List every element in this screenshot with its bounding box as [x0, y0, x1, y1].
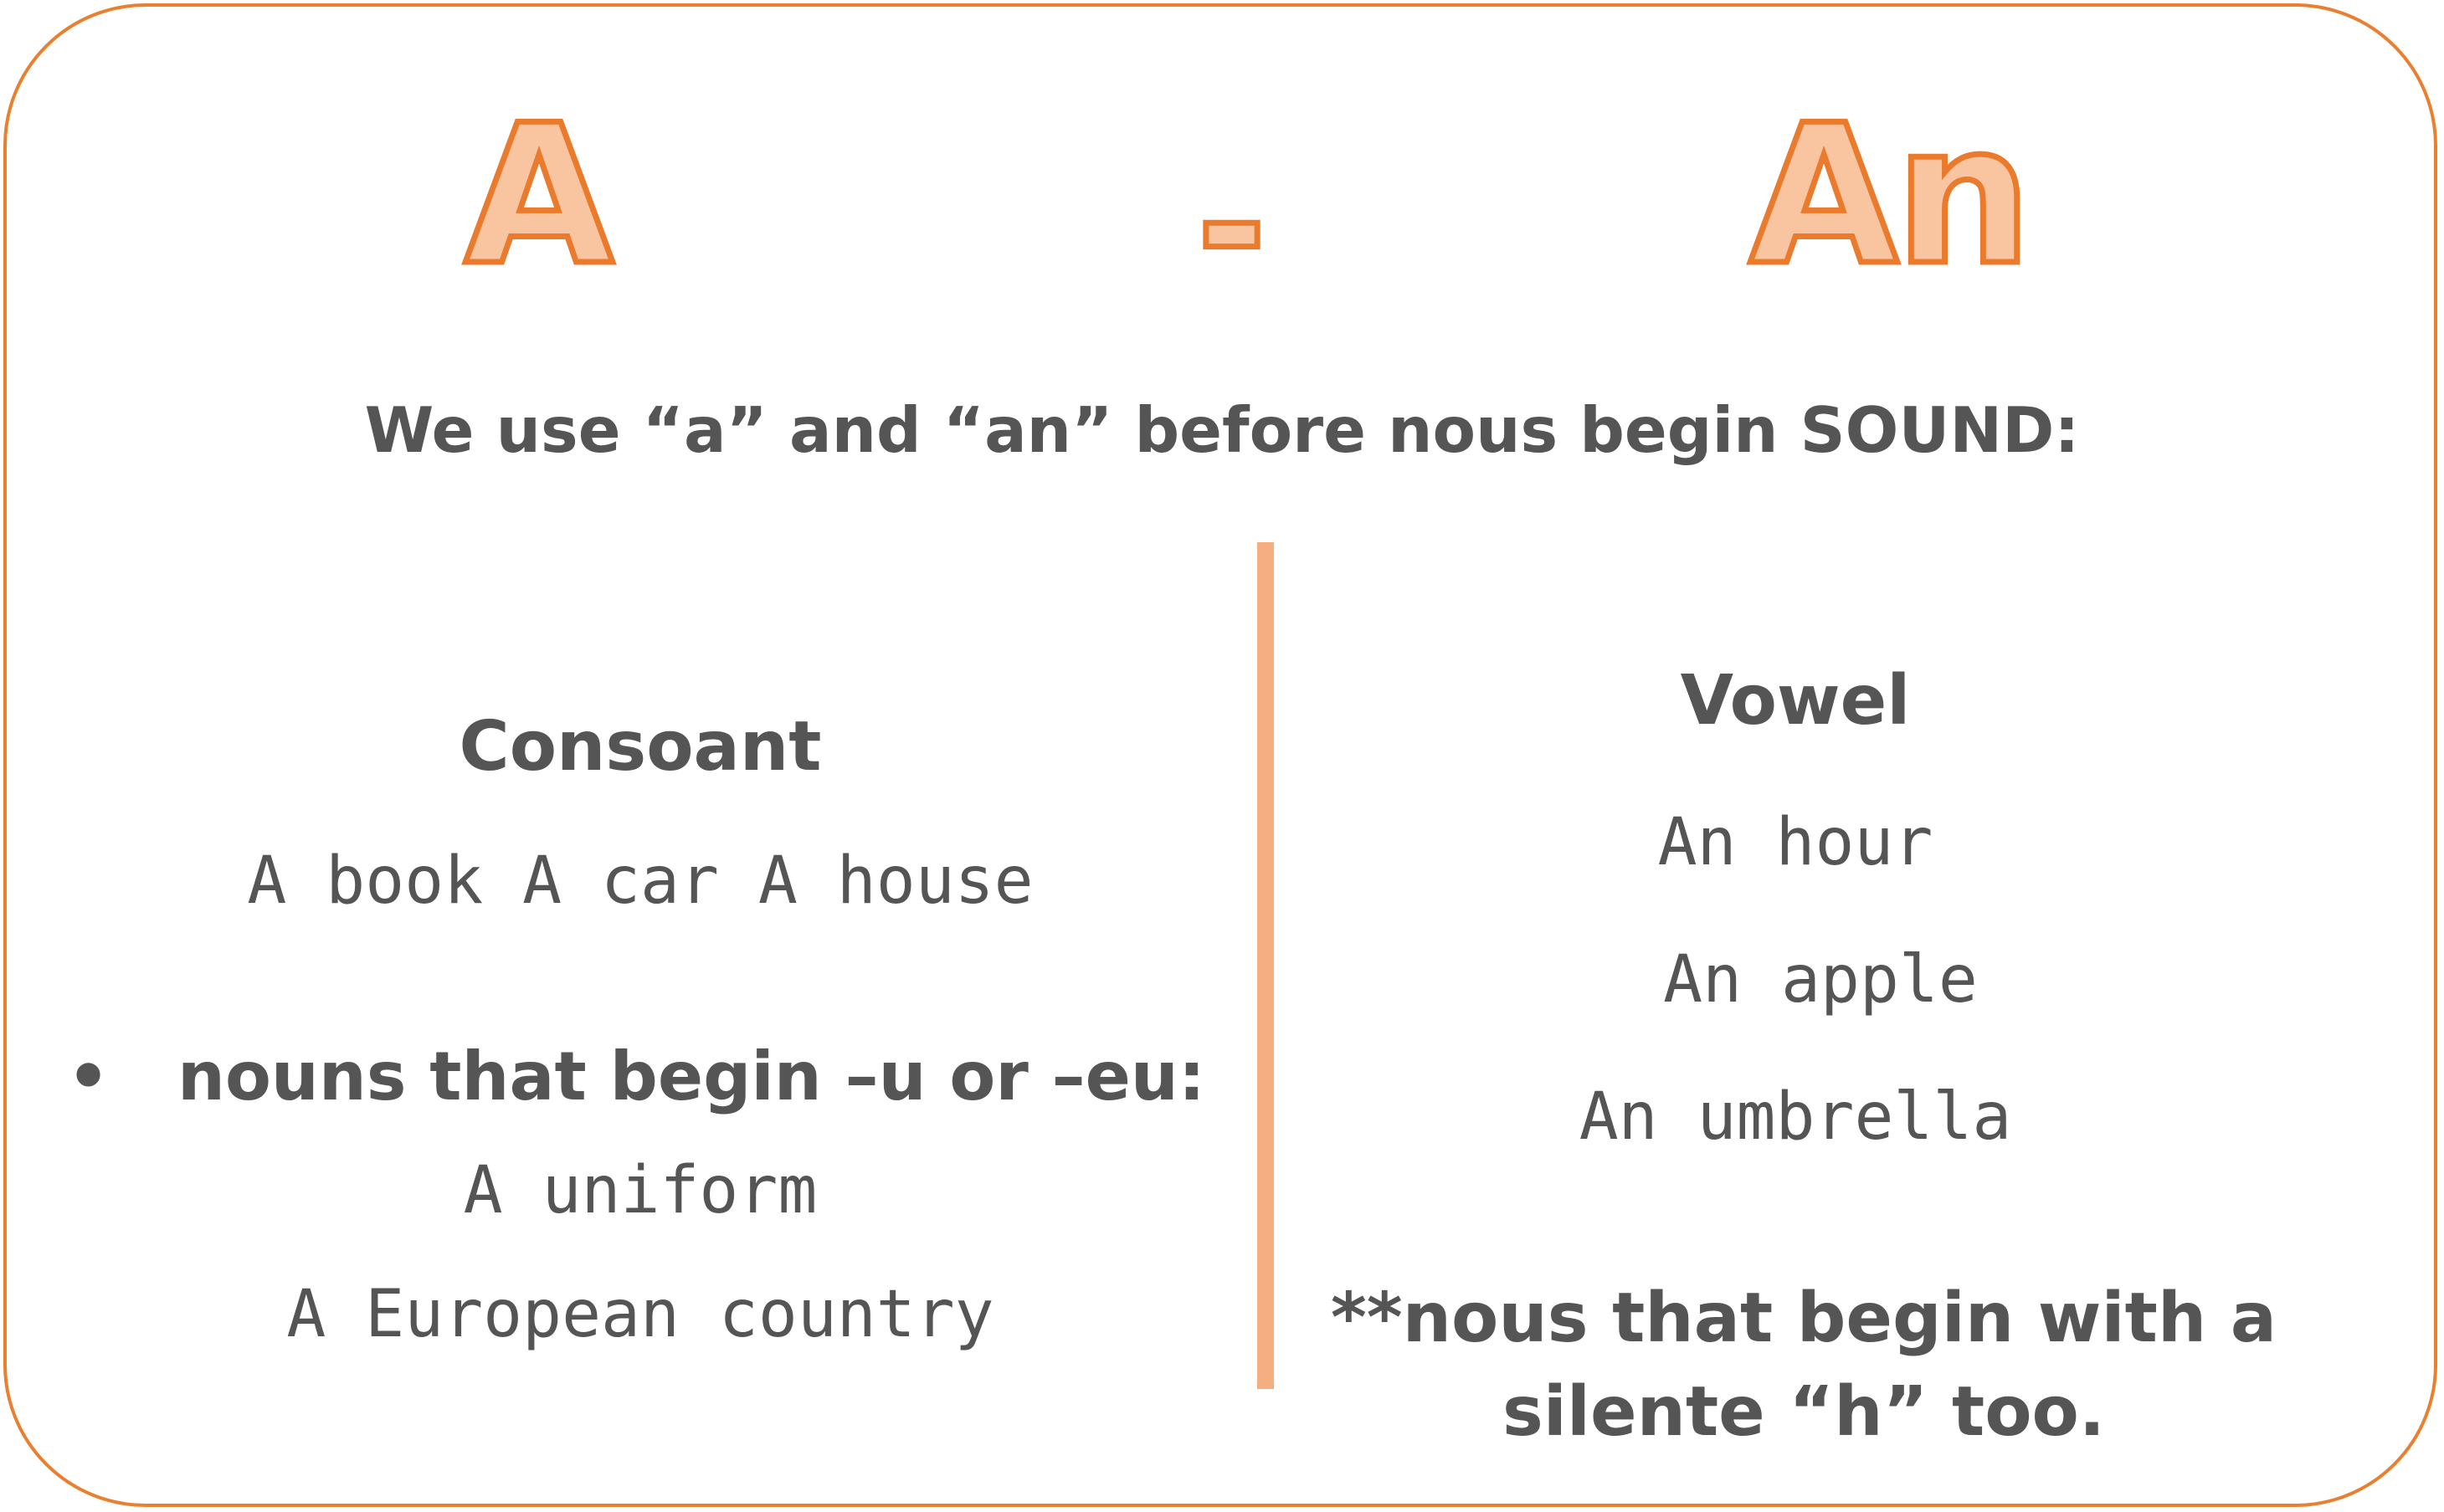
bullet-example-uniform: A uniform: [463, 1153, 818, 1228]
column-divider: [1257, 542, 1274, 1389]
vowel-example-umbrella: An umbrella: [1579, 1079, 2012, 1155]
bullet-example-european: A European country: [286, 1277, 994, 1352]
bullet-text: nouns that begin –u or –eu:: [177, 1038, 1205, 1115]
bullet-item: • nouns that begin –u or –eu:: [67, 1038, 1205, 1115]
consonant-examples: A book A car A house: [247, 843, 1034, 919]
vowel-example-hour: An hour: [1657, 805, 1933, 880]
rounded-card-border: [3, 3, 2437, 1507]
bullet-dot: •: [67, 1038, 110, 1115]
note-line-2: silente “h” too.: [1502, 1372, 2106, 1452]
vowel-example-apple: An apple: [1663, 942, 1978, 1017]
silent-h-note: **nous that begin with a silente “h” too…: [1306, 1272, 2302, 1459]
subtitle: We use “a” and “an” before nous begin SO…: [364, 393, 2080, 467]
note-line-1: **nous that begin with a: [1330, 1279, 2277, 1358]
consonant-heading: Consoant: [459, 707, 822, 787]
vowel-heading: Vowel: [1680, 661, 1911, 741]
title-separator: -: [1194, 128, 1269, 323]
title-a: A: [461, 85, 616, 308]
title-an: An: [1747, 85, 2036, 308]
